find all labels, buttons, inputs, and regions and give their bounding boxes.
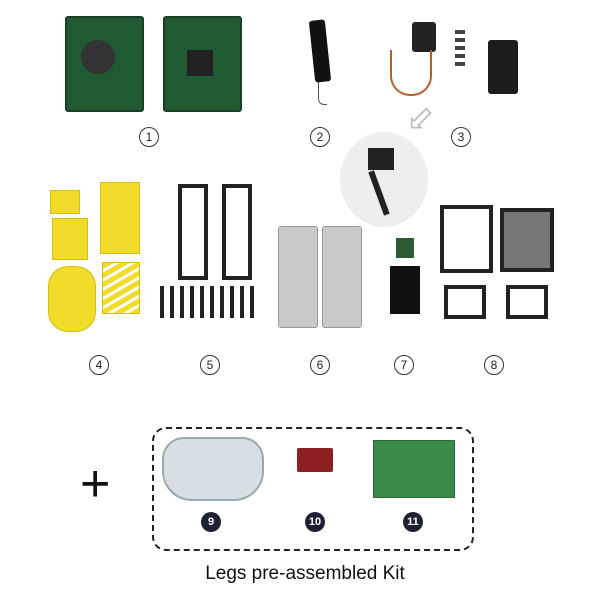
controller-board-1 bbox=[65, 16, 144, 112]
kit-caption: Legs pre-assembled Kit bbox=[205, 563, 405, 584]
housing-2 bbox=[444, 285, 486, 319]
leg-assembly-photo bbox=[340, 132, 428, 227]
servo-motor bbox=[412, 22, 436, 52]
cooling-fan bbox=[81, 40, 115, 74]
label-3: 3 bbox=[451, 127, 471, 147]
plus-sign: + bbox=[80, 455, 111, 513]
screws bbox=[455, 30, 465, 66]
servo-wire bbox=[390, 50, 432, 96]
label-4: 4 bbox=[89, 355, 109, 375]
black-frame-2 bbox=[222, 184, 252, 280]
yellow-frame bbox=[50, 190, 80, 214]
label-5: 5 bbox=[200, 355, 220, 375]
label-8: 8 bbox=[484, 355, 504, 375]
hardware-bag-1 bbox=[278, 226, 318, 328]
label-10: 10 bbox=[305, 512, 325, 532]
yellow-legs bbox=[48, 266, 96, 332]
label-7: 7 bbox=[394, 355, 414, 375]
label-9: 9 bbox=[201, 512, 221, 532]
servo-pack bbox=[488, 40, 518, 94]
yellow-plate bbox=[52, 218, 88, 260]
kit-box bbox=[152, 427, 474, 551]
gamepad bbox=[162, 437, 264, 501]
label-1: 1 bbox=[139, 127, 159, 147]
battery bbox=[308, 19, 332, 83]
display-module bbox=[390, 266, 420, 314]
yellow-bracket bbox=[100, 182, 140, 254]
housing-1 bbox=[440, 205, 493, 273]
sd-card bbox=[297, 448, 333, 472]
label-11: 11 bbox=[403, 512, 423, 532]
battery-wire bbox=[318, 82, 327, 105]
speaker-grill bbox=[500, 208, 554, 272]
raspberry-pi bbox=[373, 440, 455, 498]
chip bbox=[187, 50, 213, 76]
black-links bbox=[160, 286, 260, 318]
housing-3 bbox=[506, 285, 548, 319]
label-6: 6 bbox=[310, 355, 330, 375]
label-2: 2 bbox=[310, 127, 330, 147]
camera-module bbox=[396, 238, 414, 258]
controller-board-2 bbox=[163, 16, 242, 112]
yellow-vent-plate bbox=[102, 262, 140, 314]
black-frame-1 bbox=[178, 184, 208, 280]
hardware-bag-2 bbox=[322, 226, 362, 328]
